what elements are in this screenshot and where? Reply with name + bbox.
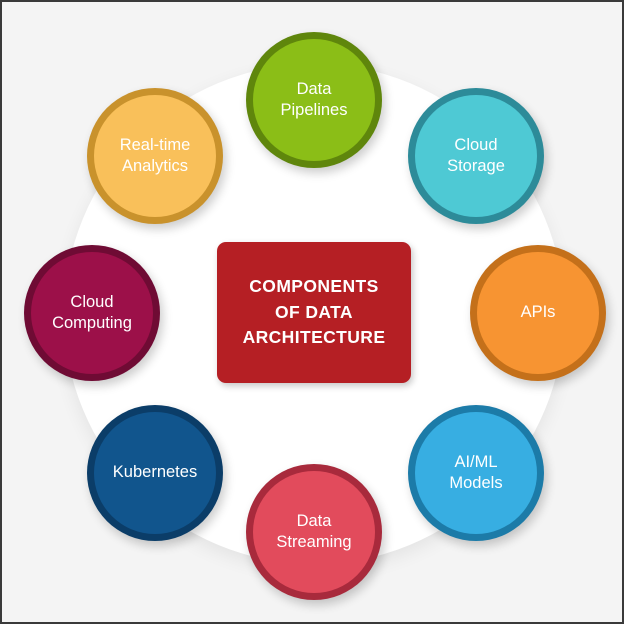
center-title-card: COMPONENTS OF DATA ARCHITECTURE xyxy=(217,242,411,383)
node-apis[interactable]: APIs xyxy=(470,245,606,381)
node-data-pipelines[interactable]: Data Pipelines xyxy=(246,32,382,168)
node-label-5: Kubernetes xyxy=(112,463,198,482)
node-face-6 xyxy=(31,252,153,374)
node-ai-ml-models[interactable]: AI/ML Models xyxy=(408,405,544,541)
node-face-2 xyxy=(477,252,599,374)
node-cloud-computing[interactable]: Cloud Computing xyxy=(24,245,160,381)
node-label-7: Real-time Analytics xyxy=(119,135,191,175)
node-face-4 xyxy=(253,471,375,593)
node-face-0 xyxy=(253,39,375,161)
node-label-6: Cloud Computing xyxy=(52,292,132,332)
node-cloud-storage[interactable]: Cloud Storage xyxy=(408,88,544,224)
node-label-1: Cloud Storage xyxy=(447,135,505,175)
node-face-5 xyxy=(94,412,216,534)
node-label-2: APIs xyxy=(520,303,556,322)
page-title: COMPONENTS OF DATA ARCHITECTURE xyxy=(242,275,386,348)
node-face-3 xyxy=(415,412,537,534)
node-kubernetes[interactable]: Kubernetes xyxy=(87,405,223,541)
node-data-streaming[interactable]: Data Streaming xyxy=(246,464,382,600)
node-face-7 xyxy=(94,95,216,217)
node-face-1 xyxy=(415,95,537,217)
node-label-3: AI/ML Models xyxy=(449,452,503,492)
node-label-4: Data Streaming xyxy=(276,511,352,551)
node-label-0: Data Pipelines xyxy=(280,79,348,119)
node-real-time-analytics[interactable]: Real-time Analytics xyxy=(87,88,223,224)
